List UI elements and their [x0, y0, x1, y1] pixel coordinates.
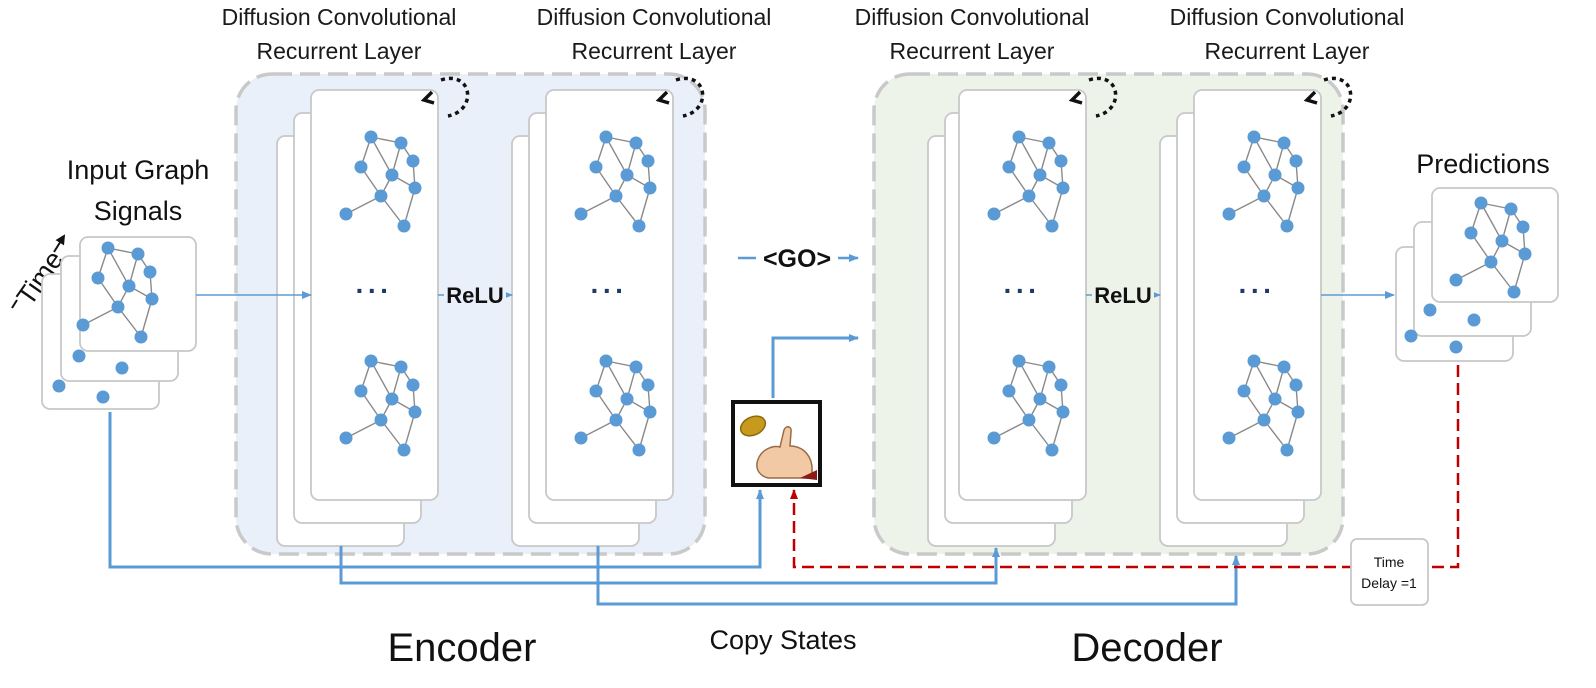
- predictions-label: Predictions: [1416, 149, 1550, 179]
- time-delay-line1: Time: [1374, 554, 1405, 570]
- layer-ellipsis: ···: [591, 275, 628, 306]
- time-delay-box: Time Delay =1: [1350, 538, 1429, 606]
- layer-ellipsis: ···: [356, 275, 393, 306]
- input-label-line1: Input Graph: [67, 155, 210, 185]
- recurrent-loop-icon: [1088, 76, 1118, 118]
- sampling-to-decoder-arrow: [771, 334, 859, 398]
- decoder-layer-1-stack: ···: [927, 76, 1118, 547]
- copy-state-encoder2-line: [596, 546, 1240, 606]
- encoder-section-label: Encoder: [388, 626, 537, 670]
- go-token-label: <GO>: [763, 245, 831, 273]
- decoder-layer-2-stack: ···: [1159, 76, 1353, 547]
- encoder-relu-label: ReLU: [446, 283, 503, 308]
- input-graph-stack: [41, 236, 197, 410]
- layer-ellipsis: ···: [1004, 275, 1041, 306]
- scheduled-sampling-coin-flip-icon: [731, 400, 822, 487]
- decoder-section-label: Decoder: [1071, 626, 1222, 670]
- recurrent-loop-icon: [1323, 76, 1353, 118]
- copy-states-label: Copy States: [709, 625, 856, 655]
- encoder-layer-2-stack: ···: [511, 76, 705, 547]
- input-label-line2: Signals: [94, 196, 183, 226]
- layer-ellipsis: ···: [1239, 275, 1276, 306]
- predictions-graph-stack: [1395, 187, 1559, 362]
- copy-state-encoder1-line: [339, 546, 1000, 585]
- recurrent-loop-icon: [440, 76, 470, 118]
- decoder-relu-label: ReLU: [1094, 283, 1151, 308]
- copy-state-input-line: [108, 412, 764, 569]
- encoder-layer-1-stack: ···: [276, 76, 470, 547]
- recurrent-loop-icon: [675, 76, 705, 118]
- time-delay-line2: Delay =1: [1361, 575, 1417, 591]
- time-delay-feedback-line: [790, 365, 1460, 569]
